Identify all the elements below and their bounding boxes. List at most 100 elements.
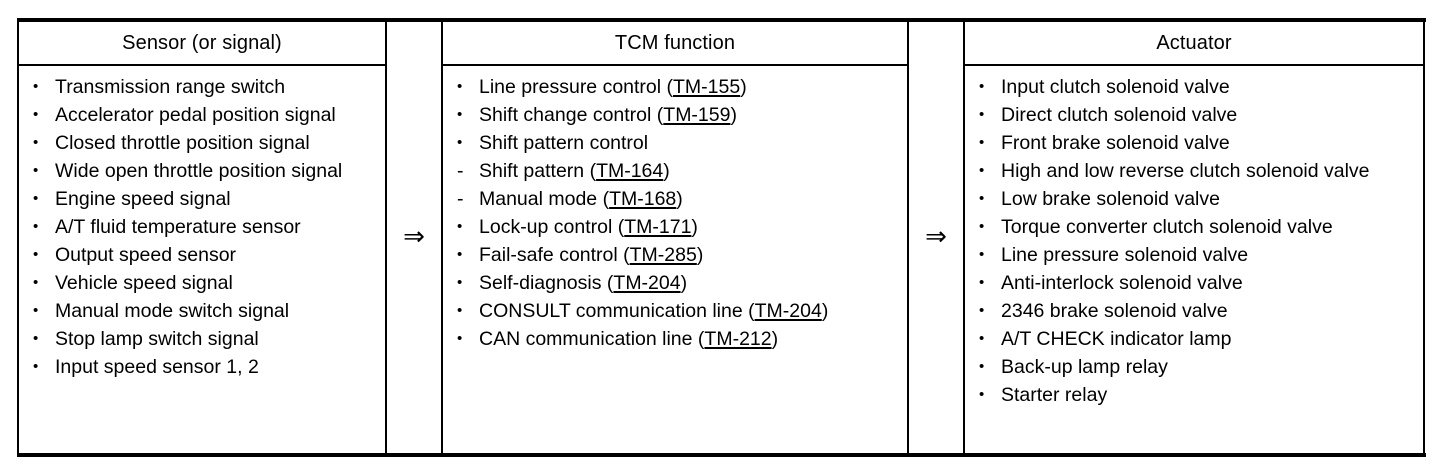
list-item-label: Manual mode ( [479,188,610,210]
column-body-sensor: • Transmission range switch • Accelerator p… [19,66,385,453]
reference-link[interactable]: TM-164 [596,160,664,182]
reference-link[interactable]: TM-168 [609,188,677,210]
list-item: • Vehicle speed signal [25,269,379,297]
list-item-label: Input speed sensor 1, 2 [55,356,259,378]
reference-link[interactable]: TM-285 [629,244,697,266]
list-item-label: Lock-up control ( [479,216,625,238]
bullet-marker-icon: • [979,218,985,235]
double-right-arrow-icon: ⇒ [403,221,425,252]
bullet-marker-icon: • [457,78,463,95]
list-item-label: CAN communication line ( [479,328,705,350]
list-item-label: A/T fluid temperature sensor [55,216,301,238]
list-item: •Wide open throttle position signal [25,157,379,185]
bullet-marker-icon: • [979,106,985,123]
bullet-marker-icon: • [979,78,985,95]
list-item: •Self-diagnosis (TM-204) [449,269,901,297]
flow-arrow-tcm-to-actuator: ⇒ [909,22,963,453]
double-right-arrow-icon: ⇒ [925,221,947,252]
flow-arrow-sensor-to-tcm: ⇒ [387,22,441,453]
list-item-label: Torque converter clutch solenoid valve [1001,216,1333,238]
list-item-label-tail: ) [740,76,747,98]
reference-link[interactable]: TM-204 [754,300,822,322]
list-item-label: Manual mode switch signal [55,300,290,322]
column-header-actuator: Actuator [965,22,1423,66]
list-item: • Torque converter clutch solenoid valve [971,213,1417,241]
bullet-marker-icon: • [457,330,463,347]
list-item: •A/T CHECK indicator lamp [971,325,1417,353]
bullet-marker-icon: • [33,106,39,123]
bullet-marker-icon: • [457,246,463,263]
bullet-marker-icon: • [979,190,985,207]
list-item-label: Line pressure solenoid valve [1001,244,1249,266]
list-item: •High and low reverse clutch solenoid va… [971,157,1417,185]
bullet-marker-icon: • [33,78,39,95]
dash-marker-icon: - [457,160,464,182]
bullet-marker-icon: • [33,134,39,151]
list-item-label: High and low reverse clutch solenoid val… [1001,160,1370,182]
bullet-marker-icon: • [33,330,39,347]
list-item-label: CONSULT communication line ( [479,300,755,322]
bullet-marker-icon: • [979,386,985,403]
column-body-actuator: • Input clutch solenoid valve • Direct clut… [965,66,1423,453]
list-item: • Line pressure control (TM-155) [449,73,901,101]
list-item-label: Self-diagnosis ( [479,272,614,294]
reference-link[interactable]: TM-155 [673,76,741,98]
reference-link[interactable]: TM-204 [613,272,681,294]
list-item-label: Input clutch solenoid valve [1001,76,1230,98]
bullet-marker-icon: • [979,302,985,319]
list-item-label: Shift pattern control [479,132,649,154]
bullet-marker-icon: • [33,162,39,179]
list-item-label-tail: ) [676,188,683,210]
list-item-label-tail: ) [696,244,704,266]
list-item: • Input clutch solenoid valve [971,73,1417,101]
list-item-label: Direct clutch solenoid valve [1001,104,1238,126]
list-item: •Anti-interlock solenoid valve [971,269,1417,297]
list-item-label: Starter relay [1001,384,1108,406]
list-item: •Output speed sensor [25,241,379,269]
list-item-label: Vehicle speed signal [55,272,233,294]
list-item-label-tail: ) [663,160,670,182]
dash-marker-icon: - [457,188,464,210]
list-item-label: Stop lamp switch signal [55,328,259,350]
list-item-label: Anti-interlock solenoid valve [1001,272,1243,294]
bullet-marker-icon: • [979,330,985,347]
list-item: • CONSULT communication line (TM-204) [449,297,901,325]
list-item: -Manual mode (TM-168) [449,185,901,213]
bullet-marker-icon: • [457,274,463,291]
list-item: •Line pressure solenoid valve [971,241,1417,269]
bullet-marker-icon: • [457,302,463,319]
list-item: • 2346 brake solenoid valve [971,297,1417,325]
list-item: •CAN communication line (TM-212) [449,325,901,353]
list-item: •Front brake solenoid valve [971,129,1417,157]
list-item: •Back-up lamp relay [971,353,1417,381]
bullet-marker-icon: • [457,106,463,123]
tcm-system-flow-table: Sensor (or signal) • Transmission range s… [17,18,1426,457]
list-item-label: Engine speed signal [55,188,231,210]
column-header-sensor: Sensor (or signal) [19,22,385,66]
bullet-marker-icon: • [33,274,39,291]
bullet-marker-icon: • [979,358,985,375]
list-item-label: Fail-safe control ( [479,244,630,266]
list-item-label: Line pressure control ( [479,76,674,98]
bullet-marker-icon: • [457,218,463,235]
list-item: • Accelerator pedal position signal [25,101,379,129]
list-item: •Low brake solenoid valve [971,185,1417,213]
list-item-label: Transmission range switch [55,76,286,98]
list-item-label: 2346 brake solenoid valve [1001,300,1228,322]
list-item-label-tail: ) [730,104,737,126]
column-sensor: Sensor (or signal) • Transmission range s… [17,22,387,453]
list-item: •Shift change control (TM-159) [449,101,901,129]
bullet-marker-icon: • [33,246,39,263]
reference-link[interactable]: TM-212 [704,328,772,350]
list-item: • Fail-safe control (TM-285) [449,241,901,269]
reference-link[interactable]: TM-159 [663,104,731,126]
list-item-label: Accelerator pedal position signal [55,104,336,126]
list-item-label-tail: ) [691,216,698,238]
reference-link[interactable]: TM-171 [624,216,692,238]
column-body-tcm-function: •Line pressure control (TM-155)•Shift ch… [443,66,907,453]
list-item: •Input speed sensor 1, 2 [25,353,379,381]
list-item: •Engine speed signal [25,185,379,213]
list-item: •A/T fluid temperature sensor [25,213,379,241]
list-item-label: Closed throttle position signal [55,132,310,154]
list-item-label-tail: ) [821,300,829,322]
